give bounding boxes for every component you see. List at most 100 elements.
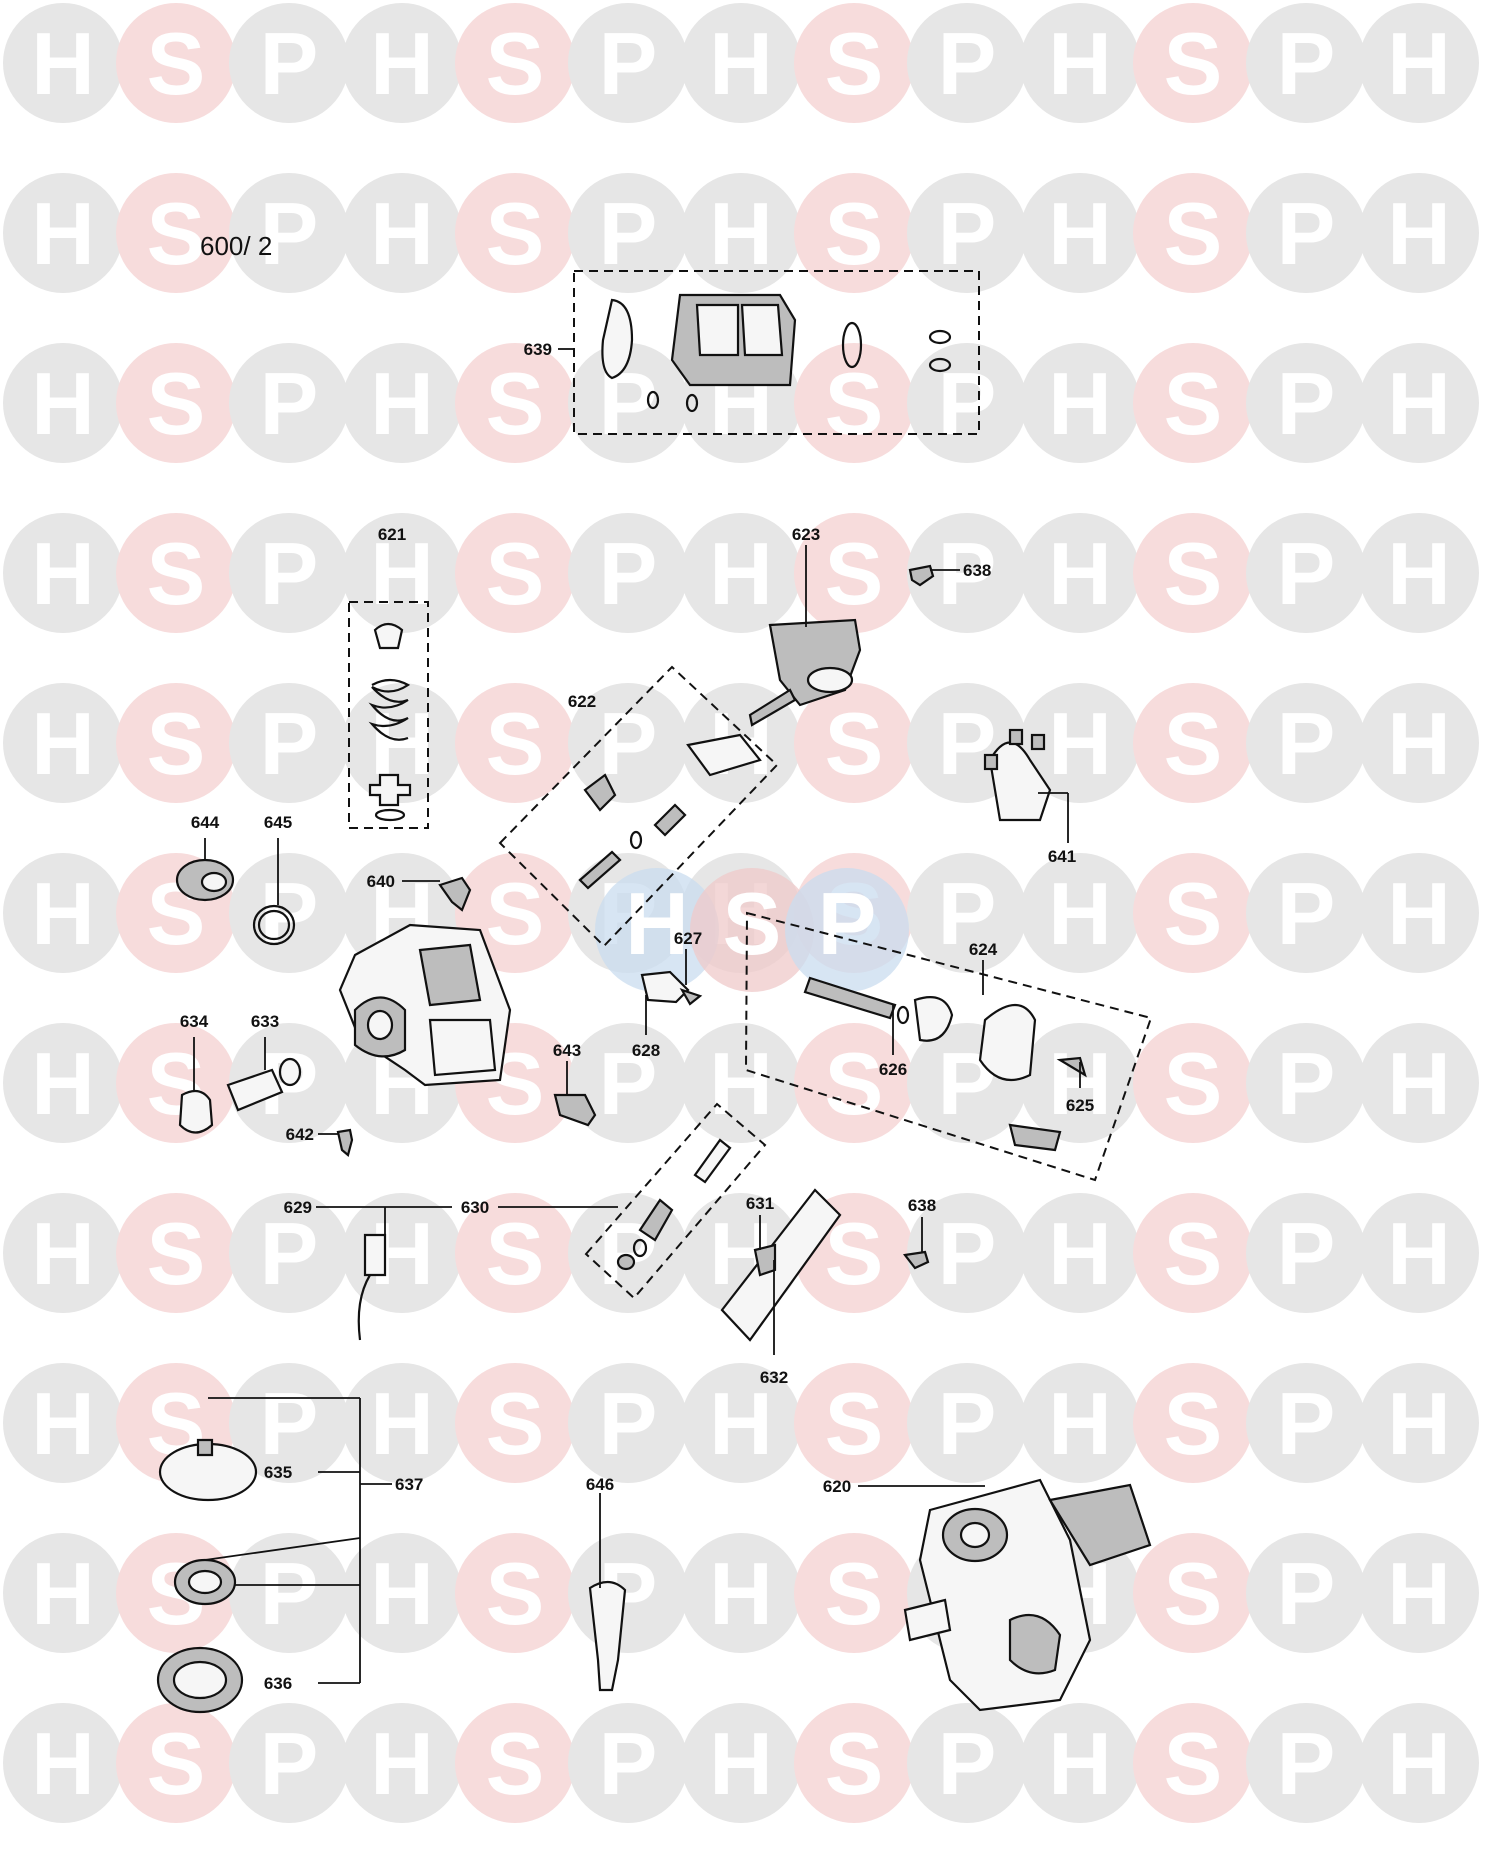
watermark-circle [907, 343, 1027, 463]
watermark-circle [568, 3, 688, 123]
watermark-letter: S [147, 14, 206, 113]
watermark-center-letter: H [625, 874, 689, 973]
part-645-o-ring[interactable] [252, 904, 296, 946]
watermark-circle [568, 683, 688, 803]
part-646-connector[interactable] [588, 1580, 627, 1692]
label-628: 628 [632, 1041, 660, 1060]
part-624-valve-kit[interactable] [744, 911, 1153, 1182]
watermark-circle [568, 1023, 688, 1143]
watermark-circle [3, 683, 123, 803]
watermark-circle [1246, 173, 1366, 293]
watermark-letter: H [1048, 184, 1112, 283]
part-643-thermistor[interactable] [553, 1093, 597, 1127]
watermark-circle [1133, 173, 1253, 293]
watermark-circle [455, 3, 575, 123]
part-642-screw[interactable] [336, 1128, 354, 1157]
watermark-circle [116, 3, 236, 123]
watermark-letter: H [31, 1034, 95, 1133]
part-635-diaphragm-cover[interactable] [158, 1438, 258, 1502]
watermark-letter: P [260, 1544, 319, 1643]
part-641-wiring-harness[interactable] [983, 728, 1052, 822]
label-645: 645 [264, 813, 292, 832]
part-621-spring-kit[interactable] [348, 601, 429, 829]
watermark-letter: H [709, 1714, 773, 1813]
part-638-screw-lower[interactable] [902, 1250, 930, 1270]
watermark-letter: S [147, 1714, 206, 1813]
watermark-circle [342, 1703, 462, 1823]
watermark-circle [1133, 343, 1253, 463]
watermark-letter: S [486, 1714, 545, 1813]
watermark-letter: H [31, 694, 95, 793]
part-622-valve-kit[interactable] [498, 665, 779, 948]
watermark-letter: P [260, 354, 319, 453]
watermark-circle [794, 173, 914, 293]
label-638-lower: 638 [908, 1196, 936, 1215]
watermark-circle [1359, 853, 1479, 973]
part-637-diaphragm[interactable] [173, 1558, 237, 1606]
watermark-letter: H [31, 354, 95, 453]
watermark-circle [342, 173, 462, 293]
watermark-letter: H [1048, 1714, 1112, 1813]
label-621: 621 [378, 525, 406, 544]
watermark-letter: H [31, 184, 95, 283]
watermark-letter: S [825, 1374, 884, 1473]
part-630-dashed-kit[interactable] [584, 1102, 767, 1300]
label-646: 646 [586, 1475, 614, 1494]
watermark-letter: H [31, 524, 95, 623]
watermark-letter: H [1048, 1374, 1112, 1473]
watermark-letter: P [938, 14, 997, 113]
watermark-letter: S [486, 1544, 545, 1643]
label-639: 639 [524, 340, 552, 359]
label-630: 630 [461, 1198, 489, 1217]
label-636: 636 [264, 1674, 292, 1693]
watermark-circle [116, 513, 236, 633]
part-639-gasket-kit[interactable] [573, 270, 980, 435]
label-623: 623 [792, 525, 820, 544]
label-631: 631 [746, 1194, 774, 1213]
watermark-circle [907, 1193, 1027, 1313]
diagram-reference: 600/ 2 [200, 231, 272, 261]
watermark-circle [1133, 853, 1253, 973]
watermark-letter: S [825, 1034, 884, 1133]
watermark-circle [1020, 853, 1140, 973]
watermark-letter: P [1277, 1544, 1336, 1643]
label-641: 641 [1048, 847, 1076, 866]
watermark-circle [681, 1363, 801, 1483]
part-644-flow-regulator[interactable] [175, 858, 235, 902]
part-629-sensor-lead[interactable] [357, 1233, 387, 1341]
watermark-circle [342, 1363, 462, 1483]
watermark-letter: H [31, 1204, 95, 1303]
part-627-628-switch-assy[interactable] [640, 970, 703, 1006]
watermark-circle [1359, 1363, 1479, 1483]
part-water-section-body[interactable] [338, 923, 512, 1087]
watermark-letter: P [938, 694, 997, 793]
watermark-circle [681, 513, 801, 633]
watermark-letter: S [486, 1374, 545, 1473]
watermark-circle [1246, 683, 1366, 803]
watermark-letter: H [370, 1544, 434, 1643]
label-642: 642 [286, 1125, 314, 1144]
watermark-circle [907, 513, 1027, 633]
watermark-letter: H [370, 524, 434, 623]
watermark-letter: S [825, 354, 884, 453]
watermark-circle [3, 1703, 123, 1823]
watermark-circle [794, 1703, 914, 1823]
watermark-circle [681, 1703, 801, 1823]
part-631-632-bracket[interactable] [720, 1188, 842, 1342]
part-623-micro-switch[interactable] [748, 618, 862, 727]
watermark-letter: S [1164, 694, 1223, 793]
watermark-letter: P [938, 1204, 997, 1303]
watermark-circle [1359, 1023, 1479, 1143]
part-638-screw-top[interactable] [908, 564, 935, 587]
watermark-letter: H [1387, 14, 1451, 113]
watermark-circle [342, 1533, 462, 1653]
part-620-water-section[interactable] [903, 1478, 1152, 1712]
watermark-circle [455, 513, 575, 633]
watermark-letter: P [1277, 1374, 1336, 1473]
watermark-letter: H [31, 864, 95, 963]
part-640-clip[interactable] [438, 876, 472, 912]
part-633-venturi[interactable] [226, 1057, 302, 1112]
watermark-letter: P [260, 1714, 319, 1813]
part-636-diaphragm-base[interactable] [156, 1646, 244, 1714]
part-634-pressure-plug[interactable] [178, 1089, 214, 1134]
